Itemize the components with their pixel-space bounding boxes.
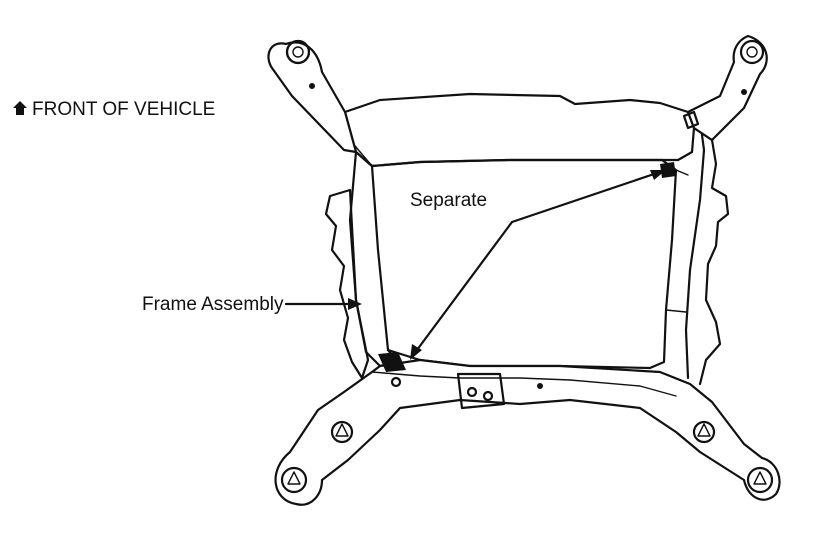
front-arrow-icon — [13, 101, 27, 115]
frame-assembly-leader — [284, 298, 362, 310]
frame-assembly-label: Frame Assembly — [142, 294, 284, 315]
lower-right-inner-mount-hole — [692, 420, 716, 444]
front-of-vehicle-label: FRONT OF VEHICLE — [13, 99, 215, 120]
upper-left-mount-hole — [285, 39, 311, 65]
separate-leader-upper — [510, 170, 666, 224]
separate-label: Separate — [410, 190, 487, 211]
upper-right-arm — [682, 34, 768, 142]
right-side-member — [665, 110, 730, 386]
lower-left-mount-hole — [280, 466, 308, 494]
upper-left-arm — [267, 39, 358, 154]
front-cross-member — [343, 92, 696, 168]
lower-left-inner-mount-hole — [330, 420, 354, 444]
front-of-vehicle-text: FRONT OF VEHICLE — [32, 99, 215, 120]
rear-cross-member — [274, 358, 781, 506]
lower-right-mount-hole — [746, 466, 774, 494]
separate-leader-lower — [410, 220, 514, 360]
left-side-member — [324, 150, 400, 380]
separate-point-lower — [378, 352, 406, 372]
separate-point-upper — [660, 162, 676, 178]
